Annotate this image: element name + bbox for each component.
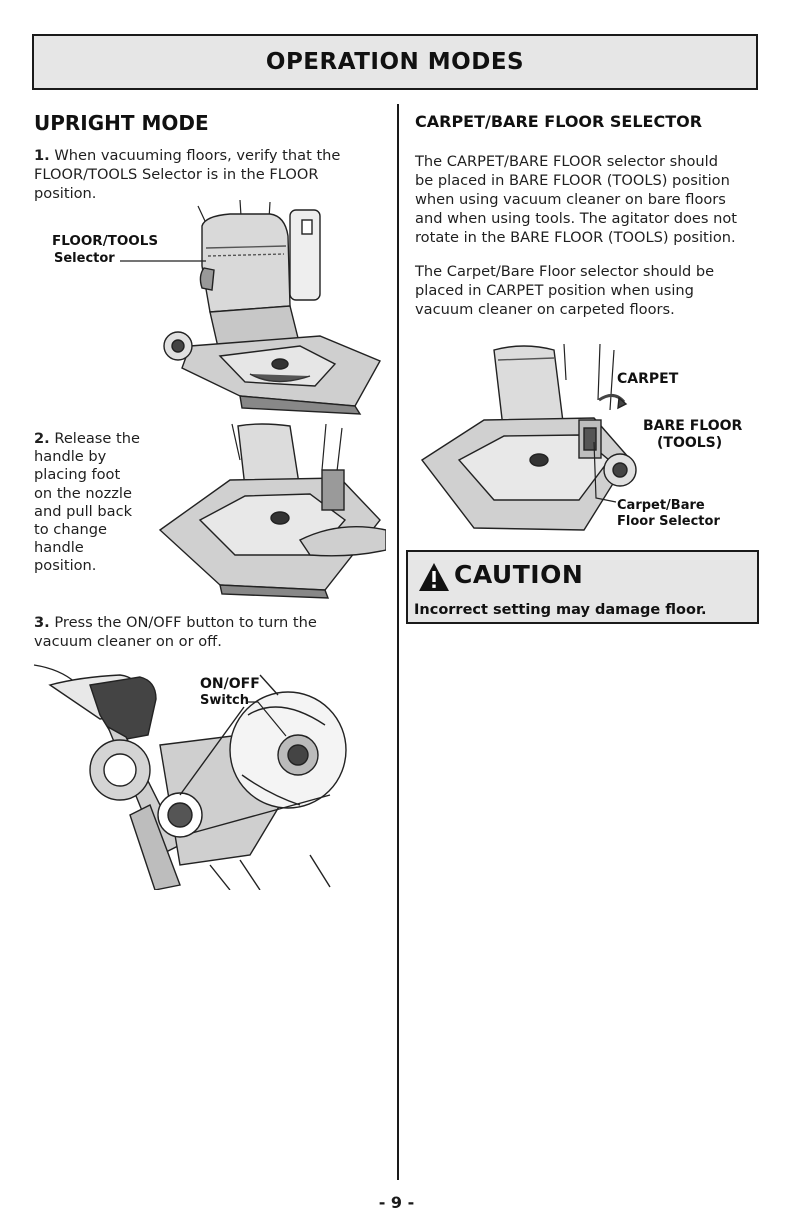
- caution-title: CAUTION: [454, 560, 584, 589]
- floor-tools-label: FLOOR/TOOLS: [52, 233, 159, 249]
- section-banner: OPERATION MODES: [32, 34, 758, 90]
- page-number: - 9 -: [378, 1193, 415, 1212]
- switch-leader-line: [246, 701, 287, 737]
- floor-tools-selector-illustration: [163, 199, 381, 415]
- carpet-bare-selector-label: Carpet/Bare: [617, 498, 705, 513]
- selector-leader-line: [120, 260, 206, 262]
- floor-selector-label: Floor Selector: [617, 514, 720, 529]
- banner-title: OPERATION MODES: [265, 49, 525, 75]
- upright-mode-heading: UPRIGHT MODE: [34, 111, 209, 135]
- carpet-para-1: The CARPET/BARE FLOOR selector should be…: [415, 153, 738, 246]
- tools-label: (TOOLS): [657, 435, 723, 451]
- selector-pointer-line: [593, 441, 617, 503]
- column-divider: [397, 104, 399, 1180]
- foot-on-nozzle-illustration: [158, 423, 386, 599]
- step-1-text: 1. When vacuuming floors, verify that th…: [34, 147, 341, 202]
- on-off-label: ON/OFF: [200, 676, 260, 692]
- on-off-switch-illustration: [33, 664, 347, 890]
- caution-box: CAUTION Incorrect setting may damage flo…: [406, 550, 759, 624]
- carpet-bare-floor-heading: CARPET/BARE FLOOR SELECTOR: [415, 112, 703, 131]
- warning-triangle-icon: [419, 563, 449, 591]
- switch-label: Switch: [200, 693, 250, 708]
- carpet-bare-floor-selector-illustration: [420, 343, 637, 531]
- caution-text: Incorrect setting may damage floor.: [414, 602, 707, 618]
- carpet-label: CARPET: [617, 371, 679, 387]
- bare-floor-label: BARE FLOOR: [643, 418, 743, 434]
- step-3-text: 3. Press the ON/OFF button to turn the v…: [34, 614, 317, 650]
- selector-label: Selector: [54, 251, 115, 266]
- step-2-text: 2. Release the handle by placing foot on…: [34, 430, 140, 575]
- carpet-para-2: The Carpet/Bare Floor selector should be…: [415, 263, 715, 318]
